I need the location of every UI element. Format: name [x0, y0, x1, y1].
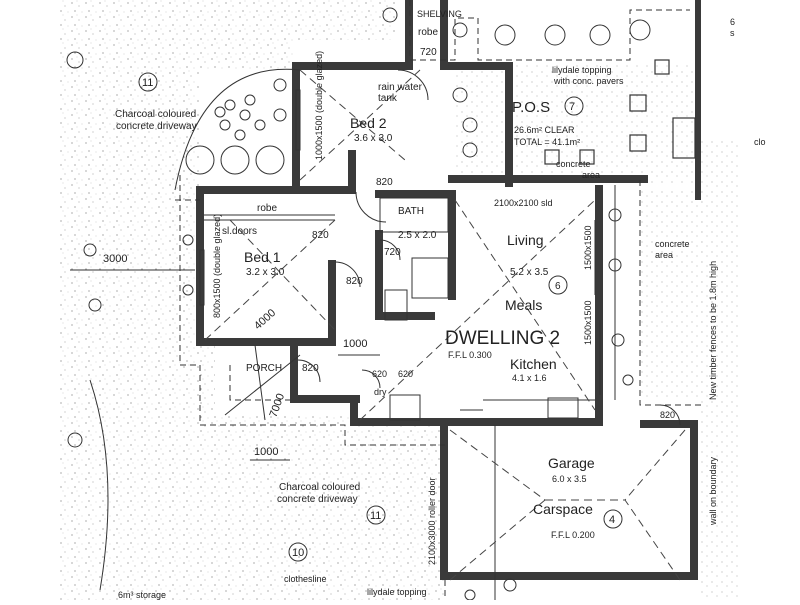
labels: SHELVING robe 720 rain water tank Bed 2 … [103, 9, 766, 600]
site-ground-hatch [60, 0, 445, 600]
dim-720a: 720 [420, 47, 437, 58]
living-label: Living [507, 232, 544, 248]
pavers [544, 59, 696, 165]
boundary-note: wall on boundary [708, 456, 718, 526]
living-size: 5.2 x 3.5 [510, 267, 549, 278]
circle10-num: 10 [292, 547, 304, 559]
lilydale-2: with conc. pavers [553, 76, 624, 86]
bath-size: 2.5 x 2.0 [398, 230, 437, 241]
shrubs [66, 7, 651, 601]
driveway-top-2: concrete driveway [116, 121, 197, 132]
circle11a-num: 11 [142, 77, 153, 89]
driveway-bottom-1: Charcoal coloured [279, 482, 360, 493]
sliding-door-label: 2100x2100 sld [494, 198, 553, 208]
garage-name: Garage [548, 455, 595, 471]
pos-total: TOTAL = 41.1m² [514, 137, 580, 147]
concrete-area-top-2: area [582, 170, 600, 180]
dim-820d: 820 [302, 363, 319, 374]
shelving-label: SHELVING [417, 9, 462, 19]
clothesline-label: clothesline [284, 574, 327, 584]
roof-hips [204, 69, 686, 581]
concrete-area-hatch [640, 190, 702, 400]
concrete-area-right-1: concrete [655, 239, 690, 249]
ffl-dwelling: F.F.L 0.300 [448, 350, 492, 360]
pos-title: P.O.S [512, 99, 550, 116]
side-path-hatch [700, 140, 740, 600]
ffl-garage: F.F.L 0.200 [551, 530, 595, 540]
circle4-num: 4 [609, 514, 615, 526]
garage-size: 6.0 x 3.5 [552, 474, 587, 484]
circle-markers [138, 72, 623, 562]
fence-note: New timber fences to be 1.8m high [708, 261, 718, 400]
bed1-name: Bed 1 [244, 249, 281, 265]
roller-door-label: 2100x3000 roller door [427, 477, 437, 565]
dim-820c: 820 [346, 276, 363, 287]
dwelling-label: DWELLING 2 [445, 328, 560, 349]
roof-outline [175, 0, 702, 600]
dim-1000b: 1000 [254, 446, 278, 458]
dim-1000a: 1000 [343, 338, 367, 350]
top-right-frag2: s [730, 28, 735, 38]
dim-7000: 7000 [268, 392, 288, 419]
driveway-top-1: Charcoal coloured [115, 109, 196, 120]
kitchen-name: Kitchen [510, 356, 557, 372]
dim-3000: 3000 [103, 253, 127, 265]
clo-frag: clo [754, 137, 766, 147]
pos-num: 7 [569, 101, 575, 113]
concrete-area-top-1: concrete [556, 159, 591, 169]
rain-tank-label-1: rain water [378, 82, 423, 93]
dim-620a: 620 [372, 369, 387, 379]
site-arc2 [89, 379, 109, 591]
robe-label: robe [257, 203, 277, 214]
walls [196, 0, 701, 580]
dry-label: dry [374, 387, 387, 397]
dim-820e: 820 [660, 410, 675, 420]
bath-name: BATH [398, 206, 424, 217]
bed2-window: 1000x1500 (double glazed) [314, 51, 324, 160]
meals-label: Meals [505, 297, 542, 313]
dim-620b: 620 [398, 369, 413, 379]
bed2-name: Bed 2 [350, 115, 387, 131]
pos-hatch [455, 65, 695, 185]
living-window2: 1500x1500 [583, 300, 593, 345]
robe-top-label: robe [418, 27, 438, 38]
top-right-frag: 6 [730, 17, 735, 27]
kitchen-size: 4.1 x 1.6 [512, 373, 547, 383]
circle6-num: 6 [555, 281, 561, 292]
dim-4000: 4000 [252, 307, 278, 332]
bed1-size: 3.2 x 3.0 [246, 267, 285, 278]
concrete-area-right-2: area [655, 250, 673, 260]
porch-label: PORCH [246, 363, 282, 374]
storage-label: 6m³ storage [118, 590, 166, 600]
carspace-label: Carspace [533, 501, 593, 517]
rain-tank-label-2: tank [378, 93, 398, 104]
dim-820a: 820 [376, 177, 393, 188]
dimension-lines [70, 269, 380, 461]
lilydale-bottom-label: lilydale topping [367, 587, 427, 597]
living-window1: 1500x1500 [583, 225, 593, 270]
bed1-window: 800x1500 (double glazed) [212, 214, 222, 318]
sl-doors-label: sl.doors [222, 226, 257, 237]
bed2-size: 3.6 x 3.0 [354, 133, 393, 144]
pos-area: 26.6m² CLEAR [514, 125, 575, 135]
site-arc [174, 68, 301, 191]
lilydale-1: lilydale topping [552, 65, 612, 75]
driveway-bottom-2: concrete driveway [277, 494, 358, 505]
dim-720b: 720 [384, 247, 401, 258]
dim-820b: 820 [312, 230, 329, 241]
circle11b-num: 11 [370, 510, 381, 522]
